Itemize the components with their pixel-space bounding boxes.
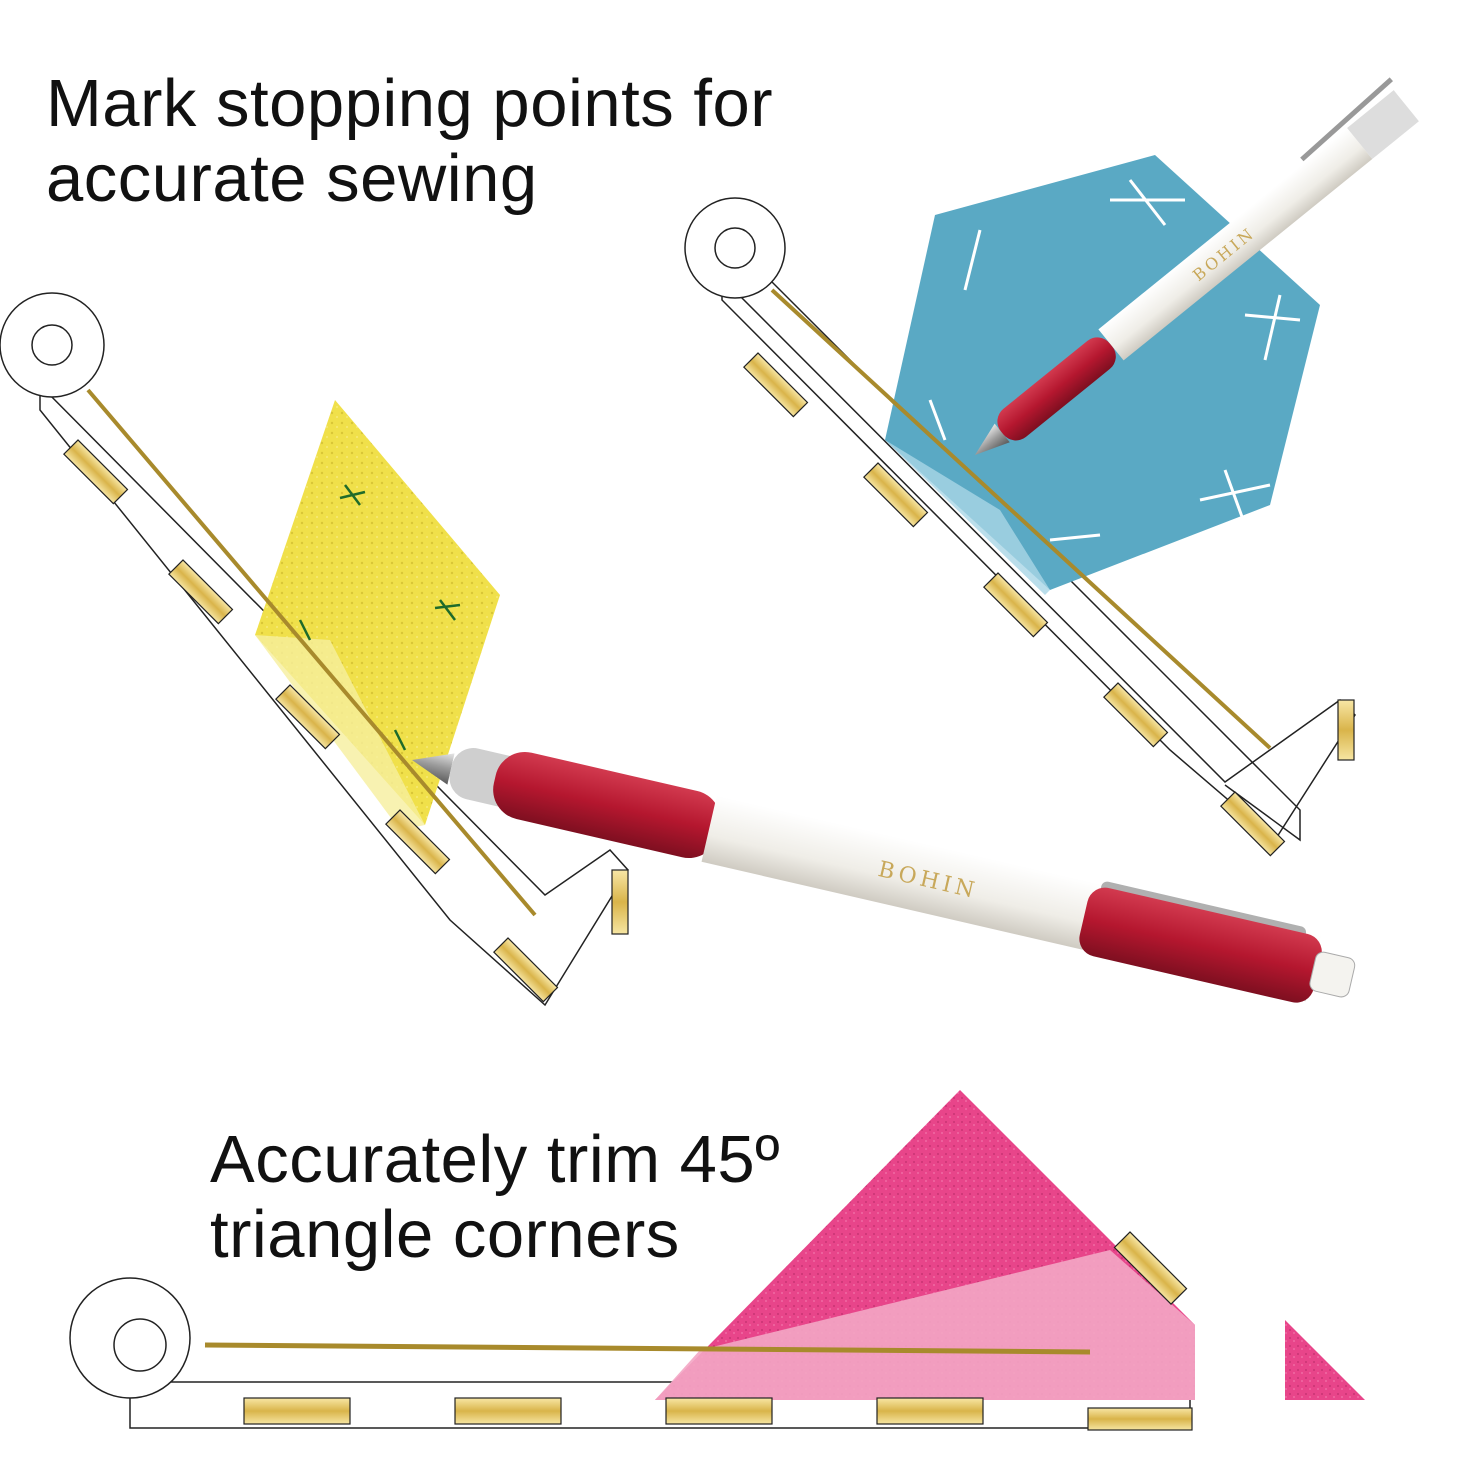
caption-bottom-line1: Accurately trim 45º bbox=[210, 1122, 781, 1197]
ruler-guide-rod bbox=[204, 1342, 1091, 1355]
ruler-guide-rod bbox=[770, 288, 1272, 750]
ruler-hole bbox=[113, 1318, 167, 1372]
ruler-guide-rod bbox=[86, 388, 537, 917]
seam-guide-ruler-top-right bbox=[684, 197, 1356, 842]
ruler-hole bbox=[31, 324, 73, 366]
caption-top-line2: accurate sewing bbox=[46, 141, 538, 217]
marking-pen-top-right: BOHIN bbox=[975, 77, 1419, 455]
triangle-fabric-icon bbox=[655, 1090, 1365, 1400]
marking-pen-icon bbox=[975, 77, 1419, 455]
ruler-hole bbox=[714, 227, 756, 269]
marking-pen-icon bbox=[412, 748, 1356, 1003]
caption-bottom-line2: triangle corners bbox=[210, 1197, 680, 1273]
marking-pen-left: BOHIN bbox=[412, 748, 1356, 1003]
ruler-stop-pads-bottom bbox=[243, 1231, 1193, 1431]
caption-trim-triangle-corners: Accurately trim 45º triangle corners bbox=[210, 1122, 780, 1272]
caption-mark-stopping-points: Mark stopping points for accurate sewing bbox=[46, 66, 773, 216]
caption-top-line1: Mark stopping points for bbox=[46, 66, 774, 141]
ruler-stop-pads-top-right bbox=[743, 352, 1355, 857]
diamond-fabric-icon bbox=[255, 400, 500, 830]
ruler-stop-pads-left bbox=[63, 439, 629, 1003]
